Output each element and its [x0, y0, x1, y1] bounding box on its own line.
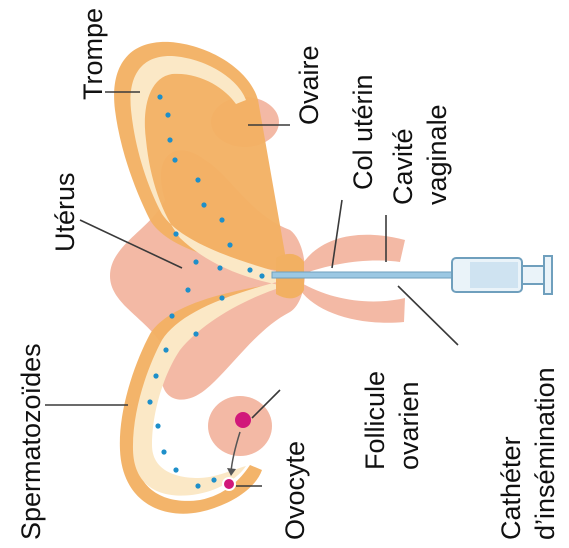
- sperm: [195, 177, 200, 182]
- sperm: [153, 373, 158, 378]
- sperm: [173, 467, 178, 472]
- label-follicule-line1: Follicule: [360, 371, 390, 470]
- sperm: [169, 313, 174, 318]
- sperm: [167, 137, 172, 142]
- sperm: [219, 217, 224, 222]
- sperm: [227, 242, 232, 247]
- sperm: [247, 267, 252, 272]
- label-spermatozoides: Spermatozoïdes: [16, 343, 46, 540]
- sperm: [163, 347, 168, 352]
- sperm: [211, 477, 216, 482]
- vaginal-wall-lower: [300, 282, 405, 323]
- sperm: [217, 265, 222, 270]
- label-ovaire: Ovaire: [294, 45, 324, 125]
- sperm: [155, 423, 160, 428]
- leader-catheter: [398, 286, 458, 345]
- sperm: [157, 94, 162, 99]
- label-trompe: Trompe: [78, 8, 108, 100]
- ovarian-follicle: [235, 412, 251, 428]
- sperm: [172, 157, 177, 162]
- sperm: [147, 399, 152, 404]
- oocyte: [223, 478, 235, 490]
- sperm: [201, 202, 206, 207]
- label-ovocyte: Ovocyte: [280, 441, 310, 540]
- label-col-uterin: Col utérin: [348, 74, 378, 190]
- sperm: [173, 231, 178, 236]
- sperm: [193, 259, 198, 264]
- sperm: [165, 112, 170, 117]
- sperm: [259, 273, 264, 278]
- label-follicule-line2: ovarien: [394, 381, 424, 470]
- vaginal-wall-upper: [300, 235, 405, 275]
- label-cavite-line1: Cavité: [388, 128, 418, 205]
- label-catheter-line2: d’insémination: [530, 367, 560, 540]
- sperm: [193, 331, 198, 336]
- sperm: [161, 449, 166, 454]
- sperm: [219, 295, 224, 300]
- label-catheter-line1: Cathéter: [496, 436, 526, 540]
- sperm: [185, 287, 190, 292]
- sperm: [195, 483, 200, 488]
- label-uterus: Utérus: [50, 172, 80, 252]
- label-cavite-line2: vaginale: [422, 104, 452, 205]
